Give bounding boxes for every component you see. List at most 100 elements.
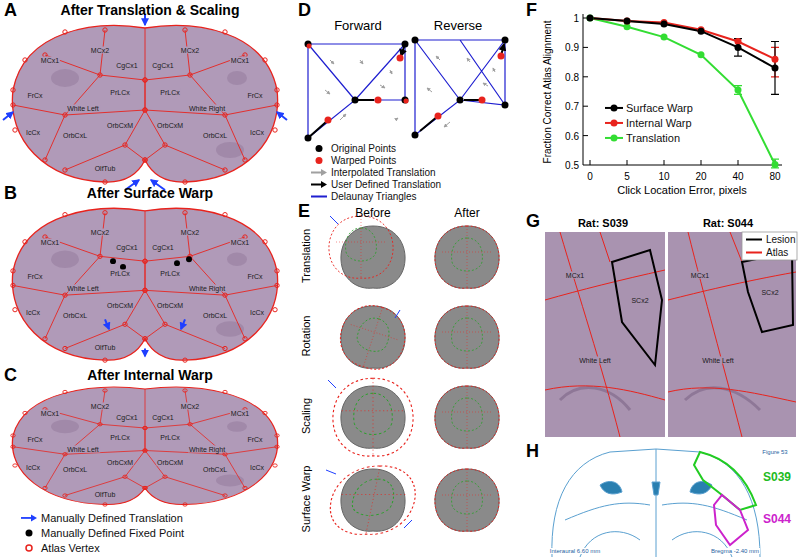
atlas-region-label: PrLCx [159,434,180,441]
atlas-region-label: PrLCx [109,434,130,441]
rat-title: Rat: S044 [703,217,753,229]
panel-title: After Translation & Scaling [61,3,240,18]
panel-letter: D [298,1,311,21]
panel-letter: G [526,212,540,232]
panel-letter: B [4,184,17,204]
tick-label: 0.5 [565,160,579,171]
atlas-region-label: MCx2 [90,47,110,54]
column-title: Forward [334,19,382,33]
legend-swatch [745,234,763,244]
atlas-region-label: PrLCx [109,269,130,276]
atlas-note: Bregma -2.40 mm [710,548,760,554]
legend-swatch [20,543,38,553]
tick-label: 0.7 [565,101,579,112]
atlas-region-label: FrCx [246,92,263,99]
atlas-region-label: OrbCxL [202,132,228,139]
atlas-region-label: OlfTub [94,165,117,172]
atlas-region-label: OrbCxM [106,458,134,465]
atlas-region-label: CgCx1 [151,243,174,250]
legend-item: Atlas Vertex [20,542,100,554]
legend-item: Manually Defined Fixed Point [20,527,184,539]
atlas-region-label: White Left [701,357,735,364]
atlas-region-label: White Left [66,105,100,112]
legend-text: Internal Warp [626,117,692,129]
atlas-region-label: MCx1 [40,57,60,64]
legend-text: Interpolated Translation [331,167,436,178]
atlas-region-label: FrCx [246,436,263,443]
atlas-region-label: White Right [188,285,226,292]
legend-swatch [310,155,328,165]
atlas-region-label: White Left [578,357,612,364]
atlas-region-label: MCx2 [90,229,110,236]
atlas-region-label: PrLCx [159,269,180,276]
axis-title: Click Location Error, pixels [617,184,747,196]
lesion-label: S044 [763,513,791,526]
legend-swatch [605,133,623,143]
panel-letter: F [526,1,537,21]
panel-letter: C [4,366,17,386]
panel-title: After Internal Warp [87,368,213,383]
atlas-region-label: SCx2 [760,289,779,296]
legend-swatch [20,528,38,538]
atlas-region-label: OrbCxM [106,301,134,308]
panel-letter: A [4,1,17,21]
legend-text: User Defined Translation [331,179,441,190]
atlas-region-label: MCx1 [690,272,710,279]
legend-text: Translation [626,132,680,144]
legend-item: Interpolated Translation [310,167,436,178]
atlas-region-label: CgCx1 [115,62,138,69]
atlas-region-label: FrCx [26,272,43,279]
atlas-region-label: White Left [66,285,100,292]
atlas-region-label: FrCx [26,436,43,443]
legend-text: Lesion [766,234,795,245]
atlas-region-label: IcCx [249,308,265,315]
tick-label: 0.8 [565,71,579,82]
legend-swatch [605,118,623,128]
legend-item: Internal Warp [605,117,692,129]
row-title: Rotation [300,316,312,357]
atlas-region-label: MCx2 [180,47,200,54]
row-title: Scaling [300,398,312,434]
row-title: Surface Warp [300,466,312,533]
legend-text: Manually Defined Fixed Point [41,527,184,539]
legend-text: Delaunay Triangles [331,191,417,202]
atlas-region-label: MCx1 [230,410,250,417]
atlas-region-label: White Left [66,446,100,453]
atlas-region-label: MCx1 [565,272,585,279]
legend-text: Warped Points [331,155,396,166]
atlas-region-label: OrbCxM [156,301,184,308]
atlas-region-label: MCx2 [90,402,110,409]
legend-text: Manually Defined Translation [41,512,183,524]
legend-swatch [310,179,328,189]
legend-item: Delaunay Triangles [310,191,417,202]
atlas-region-label: FrCx [26,92,43,99]
atlas-region-label: OrbCxL [202,311,228,318]
tick-label: 5 [624,171,630,182]
atlas-region-label: MCx1 [40,238,60,245]
legend-item: User Defined Translation [310,179,441,190]
axis-title: Fraction Correct Atlas Alignment [542,21,553,164]
legend-item: Lesion [745,234,795,245]
atlas-note: Interaural 6.60 mm [549,548,601,554]
tick-label: 10 [658,171,669,182]
column-title: Before [355,207,390,220]
atlas-region-label: PrLCx [109,89,130,96]
legend-swatch [310,191,328,201]
legend-item: Warped Points [310,155,396,166]
atlas-region-label: OlfTub [94,343,117,350]
atlas-region-label: White Right [188,105,226,112]
legend-swatch [310,167,328,177]
lesion-label: S039 [763,471,791,484]
atlas-region-label: FrCx [246,272,263,279]
atlas-region-label: MCx1 [230,57,250,64]
legend-item: Atlas [745,247,788,258]
atlas-region-label: IcCx [25,464,41,471]
atlas-note: Figure 53 [761,449,788,455]
atlas-region-label: IcCx [25,308,41,315]
atlas-region-label: OrbCxM [156,458,184,465]
panel-letter: E [298,202,310,222]
panel-letter: H [526,442,539,462]
row-title: Translation [300,229,312,283]
atlas-region-label: CgCx1 [115,243,138,250]
